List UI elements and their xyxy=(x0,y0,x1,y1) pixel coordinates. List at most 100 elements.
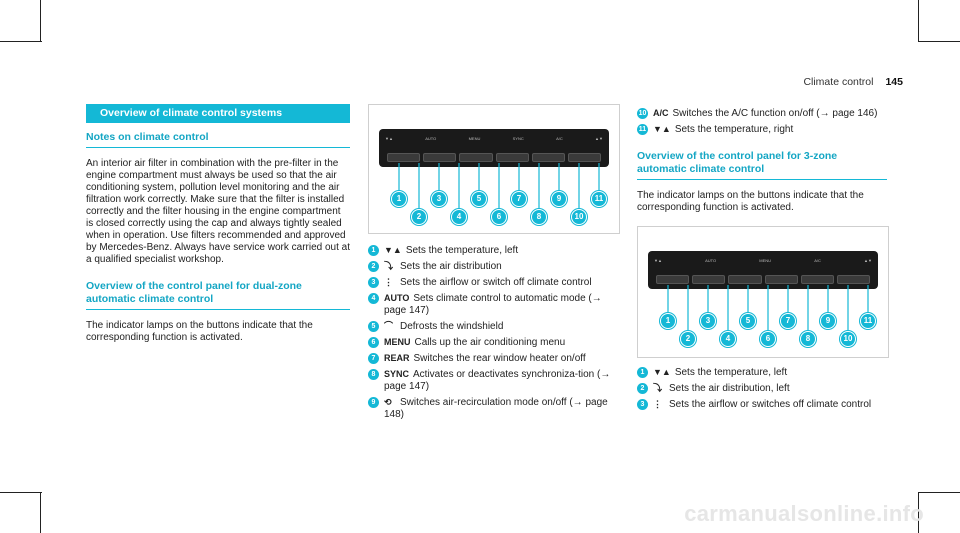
callout-marker: 2 xyxy=(411,209,427,225)
button-symbol-icon: REAR xyxy=(384,353,410,363)
legend-item-text: Sets the temperature, left xyxy=(405,245,519,256)
legend-item-text: Sets climate control to automatic mode (… xyxy=(384,293,602,316)
callout-marker: 11 xyxy=(591,191,607,207)
callout-marker: 9 xyxy=(820,313,836,329)
callout-marker: 7 xyxy=(780,313,796,329)
left-column: Overview of climate control systems Note… xyxy=(86,104,350,344)
callout-marker: 4 xyxy=(720,331,736,347)
panel-button-label: ▲▼ xyxy=(595,136,603,141)
panel-button-label: A/C xyxy=(814,258,821,263)
legend-item-text: Activates or deactivates synchroniza-tio… xyxy=(384,369,611,392)
button-symbol-icon: ▼▲ xyxy=(653,124,671,134)
section-title: Climate control xyxy=(803,76,874,88)
legend-item-text: Sets the temperature, left xyxy=(674,367,788,378)
notes-heading: Notes on climate control xyxy=(86,131,350,148)
crop-mark xyxy=(40,492,41,533)
callout-number-badge: 10 xyxy=(637,108,648,119)
callout-marker: 10 xyxy=(571,209,587,225)
callout-number-badge: 9 xyxy=(368,397,379,408)
legend-item-text: Sets the air distribution xyxy=(400,261,502,272)
callout-marker: 1 xyxy=(660,313,676,329)
button-symbol-icon: ⌒ xyxy=(384,321,394,331)
callout-number-badge: 8 xyxy=(368,369,379,380)
callout-marker: 5 xyxy=(740,313,756,329)
panel-button-label: AUTO xyxy=(425,136,437,141)
legend-item: 11 ▼▲Sets the temperature, right xyxy=(637,123,887,136)
button-symbol-icon: ⋮ xyxy=(653,399,662,409)
notes-text: An interior air filter in combination wi… xyxy=(86,158,350,265)
callout-number-badge: 1 xyxy=(368,245,379,256)
page-number: 145 xyxy=(885,76,903,88)
section-banner: Overview of climate control systems xyxy=(86,104,350,123)
button-symbol-icon: MENU xyxy=(384,337,411,347)
callout-number-badge: 1 xyxy=(637,367,648,378)
callout-marker: 11 xyxy=(860,313,876,329)
panel-button-label: MENU xyxy=(468,136,481,141)
callout-number-badge: 3 xyxy=(637,399,648,410)
callout-number-badge: 2 xyxy=(368,261,379,272)
panel-button-label: AUTO xyxy=(705,258,717,263)
callout-marker: 2 xyxy=(680,331,696,347)
callout-marker: 10 xyxy=(840,331,856,347)
callout-marker: 6 xyxy=(491,209,507,225)
callout-marker: 7 xyxy=(511,191,527,207)
legend-item: 2 ⤵ Sets the air distribution xyxy=(368,260,620,273)
panel-button-label: ▼▲ xyxy=(654,258,662,263)
button-symbol-icon: ⤵ xyxy=(653,383,663,393)
callout-number-badge: 11 xyxy=(637,124,648,135)
callout-number-badge: 5 xyxy=(368,321,379,332)
panel-button-label: A/C xyxy=(556,136,563,141)
callout-marker: 8 xyxy=(800,331,816,347)
panel-button-label: SYNC xyxy=(512,136,524,141)
callout-number-badge: 7 xyxy=(368,353,379,364)
watermark: carmanualsonline.info xyxy=(684,501,924,526)
callout-leader-lines xyxy=(398,163,600,209)
callout-marker: 1 xyxy=(391,191,407,207)
panel-button-label: MENU xyxy=(759,258,772,263)
callout-marker: 8 xyxy=(531,209,547,225)
button-symbol-icon: SYNC xyxy=(384,369,410,379)
crop-mark xyxy=(918,492,960,493)
button-symbol-icon: ⋮ xyxy=(384,277,393,287)
legend-item: 2 ⤵ Sets the air distribution, left xyxy=(637,382,887,395)
panel-button-label: ▲▼ xyxy=(864,258,872,263)
callout-leader-lines xyxy=(667,285,869,331)
callout-marker: 3 xyxy=(431,191,447,207)
callout-marker: 9 xyxy=(551,191,567,207)
legend-item-text: Sets the temperature, right xyxy=(674,124,794,135)
legend-item: 1 ▼▲Sets the temperature, left xyxy=(368,244,620,257)
crop-mark xyxy=(918,0,919,42)
callout-marker: 3 xyxy=(700,313,716,329)
legend-item-text: Sets the airflow or switches off climate… xyxy=(669,399,872,410)
button-symbol-icon: ▼▲ xyxy=(653,367,671,377)
callout-number-badge: 2 xyxy=(637,383,648,394)
legend-item-text: Switches the A/C function on/off (→ page… xyxy=(672,108,878,119)
crop-mark xyxy=(0,492,42,493)
dual-zone-heading: Overview of the control panel for dual-z… xyxy=(86,280,350,310)
callout-marker: 4 xyxy=(451,209,467,225)
callout-number-badge: 4 xyxy=(368,293,379,304)
callout-number-badge: 6 xyxy=(368,337,379,348)
button-symbol-icon: ▼▲ xyxy=(384,245,402,255)
crop-mark xyxy=(40,0,41,42)
crop-mark xyxy=(918,41,960,42)
button-symbol-icon: ⤵ xyxy=(384,261,394,271)
callout-number-badge: 3 xyxy=(368,277,379,288)
legend-item: 1 ▼▲Sets the temperature, left xyxy=(637,366,887,379)
legend-item-text: Sets the air distribution, left xyxy=(669,383,790,394)
three-zone-text: The indicator lamps on the buttons indic… xyxy=(637,190,864,213)
callout-marker: 6 xyxy=(760,331,776,347)
legend-item: 5⌒Defrosts the windshield xyxy=(368,320,620,333)
crop-mark xyxy=(0,41,42,42)
legend-item-text: Calls up the air conditioning menu xyxy=(414,337,566,348)
button-symbol-icon: AUTO xyxy=(384,293,410,303)
